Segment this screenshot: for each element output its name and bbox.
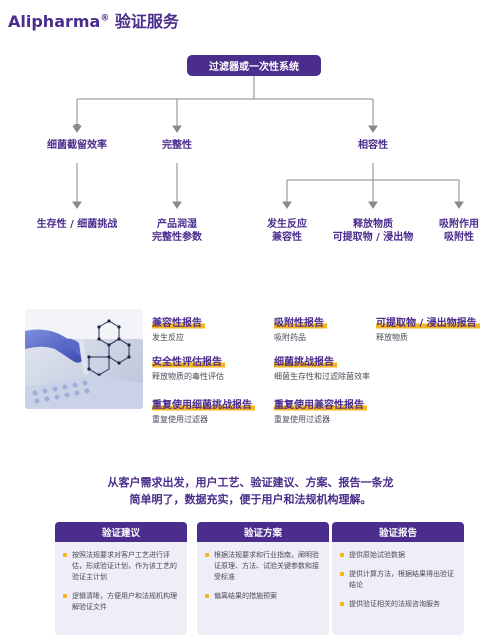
tagline-line-2: 简单明了，数据充实，便于用户和法规机构理解。 (129, 493, 372, 506)
list-item: 根据法规要求和行业指南，阐明验证原理、方法、试验关键参数和接受标准 (205, 550, 321, 583)
registered-mark: ® (100, 13, 110, 24)
list-item: 按照法规要求对客户工艺进行评估，形成验证计划，作为该工艺的验证主计划 (63, 550, 179, 583)
report-safety: 安全性评估报告 释放物质的毒性评估 (152, 350, 225, 382)
panel-title: 验证方案 (197, 522, 329, 542)
list-item: 偏离结果的措施预案 (205, 591, 321, 602)
panel-list: 提供原始试验数据 提供计算方法，根据结果得出验证结论 提供验证相关的法规咨询服务 (332, 542, 464, 610)
list-item: 提供验证相关的法规咨询服务 (340, 599, 456, 610)
report-compatibility: 兼容性报告 发生反应 (152, 311, 205, 343)
report-title: 重复使用兼容性报告 (274, 396, 367, 412)
arrowhead-leaf-5 (454, 201, 464, 209)
list-item-text: 按照法规要求对客户工艺进行评估，形成验证计划，作为该工艺的验证主计划 (72, 551, 177, 581)
panel-list: 根据法规要求和行业指南，阐明验证原理、方法、试验关键参数和接受标准 偏离结果的措… (197, 542, 329, 602)
arrowhead-leaf-4 (368, 201, 378, 209)
report-subtitle: 释放物质的毒性评估 (152, 372, 224, 381)
arrowhead-leaf-2 (172, 201, 182, 209)
bullet-icon (205, 594, 209, 598)
leaf-line: 释放物质 (353, 219, 393, 230)
leaf-line: 生存性 / 细菌挑战 (36, 219, 118, 230)
report-subtitle: 重复使用过滤器 (274, 415, 330, 424)
report-title: 安全性评估报告 (152, 353, 225, 369)
report-adsorption: 吸附性报告 吸附药品 (274, 311, 327, 343)
list-item: 提供计算方法，根据结果得出验证结论 (340, 569, 456, 591)
report-reuse-compatibility: 重复使用兼容性报告 重复使用过滤器 (274, 393, 367, 425)
lab-photo-illustration (25, 309, 143, 409)
leaf-node-wetting: 产品润湿 完整性参数 (132, 218, 222, 244)
leaf-line: 兼容性 (272, 232, 302, 243)
list-item: 提供原始试验数据 (340, 550, 456, 561)
list-item-text: 根据法规要求和行业指南，阐明验证原理、方法、试验关键参数和接受标准 (214, 551, 319, 581)
report-subtitle: 释放物质 (376, 333, 408, 342)
leaf-node-release: 释放物质 可提取物 / 浸出物 (323, 218, 423, 244)
leaf-line: 产品润湿 (157, 219, 197, 230)
list-item-text: 提供原始试验数据 (349, 551, 405, 559)
report-subtitle: 吸附药品 (274, 333, 306, 342)
report-subtitle: 发生反应 (152, 333, 184, 342)
report-title: 细菌挑战报告 (274, 353, 337, 369)
report-bacterial-challenge: 细菌挑战报告 细菌生存性和过滤除菌效率 (274, 350, 370, 382)
branch-node-integrity: 完整性 (162, 140, 192, 151)
report-subtitle: 细菌生存性和过滤除菌效率 (274, 372, 370, 381)
panel-validation-report: 验证报告 提供原始试验数据 提供计算方法，根据结果得出验证结论 提供验证相关的法… (332, 522, 464, 635)
report-reuse-bacterial: 重复使用细菌挑战报告 重复使用过滤器 (152, 393, 255, 425)
branch-node-bacterial-retention: 细菌截留效率 (47, 140, 107, 151)
tagline-line-1: 从客户需求出发，用户工艺、验证建议、方案、报告一条龙 (107, 476, 394, 489)
page-title: Alipharma® 验证服务 (8, 8, 179, 32)
arrowhead-leaf-3 (282, 201, 292, 209)
arrowhead-branch-2 (172, 125, 182, 133)
list-item-text: 提供计算方法，根据结果得出验证结论 (349, 570, 454, 589)
panel-list: 按照法规要求对客户工艺进行评估，形成验证计划，作为该工艺的验证主计划 逻辑清晰，… (55, 542, 187, 613)
branch-node-compatibility: 相容性 (358, 140, 388, 151)
bullet-icon (63, 594, 67, 598)
report-subtitle: 重复使用过滤器 (152, 415, 208, 424)
arrowhead-leaf-1 (72, 201, 82, 209)
bullet-icon (340, 572, 344, 576)
report-extractables: 可提取物 / 浸出物报告 释放物质 (376, 311, 480, 343)
report-title: 吸附性报告 (274, 314, 327, 330)
arrowhead-branch-1 (72, 125, 82, 133)
leaf-line: 完整性参数 (152, 232, 202, 243)
title-suffix: 验证服务 (109, 12, 179, 31)
report-title: 可提取物 / 浸出物报告 (376, 314, 480, 330)
leaf-line: 发生反应 (267, 219, 307, 230)
leaf-line: 吸附作用 (439, 219, 479, 230)
bullet-icon (63, 553, 67, 557)
panel-validation-protocol: 验证方案 根据法规要求和行业指南，阐明验证原理、方法、试验关键参数和接受标准 偏… (197, 522, 329, 635)
leaf-line: 可提取物 / 浸出物 (332, 232, 414, 243)
leaf-node-adsorption: 吸附作用 吸附性 (426, 218, 492, 244)
list-item: 逻辑清晰，方便用户和法规机构理解验证文件 (63, 591, 179, 613)
list-item-text: 逻辑清晰，方便用户和法规机构理解验证文件 (72, 592, 177, 611)
leaf-line: 吸附性 (444, 232, 474, 243)
brand-name: Alipharma (8, 12, 101, 31)
report-title: 重复使用细菌挑战报告 (152, 396, 255, 412)
arrowhead-branch-3 (368, 125, 378, 133)
panel-title: 验证报告 (332, 522, 464, 542)
tree-connectors (72, 76, 464, 209)
panel-title: 验证建议 (55, 522, 187, 542)
bullet-icon (340, 553, 344, 557)
panel-validation-advice: 验证建议 按照法规要求对客户工艺进行评估，形成验证计划，作为该工艺的验证主计划 … (55, 522, 187, 635)
list-item-text: 偏离结果的措施预案 (214, 592, 277, 600)
report-title: 兼容性报告 (152, 314, 205, 330)
lab-photo (25, 309, 143, 409)
root-node: 过滤器或一次性系统 (187, 55, 321, 76)
list-item-text: 提供验证相关的法规咨询服务 (349, 600, 440, 608)
leaf-node-viability: 生存性 / 细菌挑战 (22, 218, 132, 231)
leaf-node-reaction: 发生反应 兼容性 (252, 218, 322, 244)
bullet-icon (340, 602, 344, 606)
bullet-icon (205, 553, 209, 557)
